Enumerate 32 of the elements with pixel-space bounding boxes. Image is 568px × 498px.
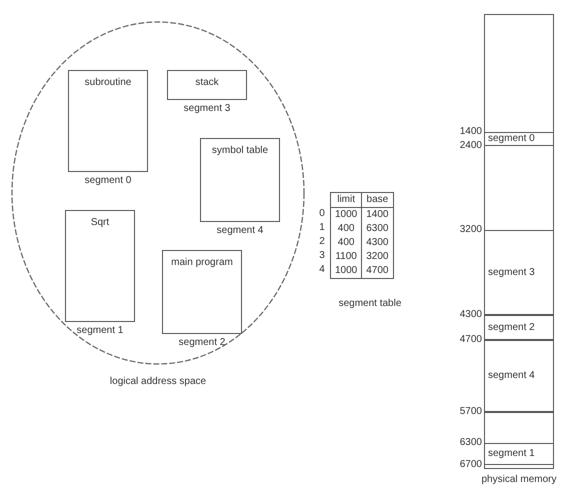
segment-label: segment 0: [488, 133, 535, 145]
segment-label: segment 2: [488, 322, 535, 334]
segment-caption: segment 3: [182, 103, 232, 115]
address-label: 6700: [458, 459, 482, 471]
table-title: segment table: [338, 298, 402, 310]
segment-name: main program: [170, 257, 234, 269]
segment-name: symbol table: [210, 145, 270, 157]
segment-name: stack: [194, 77, 220, 89]
segment-name: subroutine: [84, 77, 132, 89]
segment-name: Sqrt: [90, 217, 110, 229]
segment-label: segment 1: [488, 448, 535, 460]
address-label: 1400: [458, 126, 482, 138]
address-label: 5700: [458, 406, 482, 418]
row-index: 2: [318, 236, 326, 248]
region-title: logical address space: [108, 376, 208, 388]
row-index: 3: [318, 250, 326, 262]
segment-label: segment 4: [488, 370, 535, 382]
address-label: 6300: [458, 437, 482, 449]
address-label: 4700: [458, 334, 482, 346]
row-index: 0: [318, 208, 326, 220]
segment-caption: segment 0: [84, 175, 132, 187]
segment-table: limit base 1000 1400 400 6300 400 4300 1100 3200 1000 4700: [330, 192, 394, 279]
row-index: 1: [318, 222, 326, 234]
segment-caption: segment 2: [178, 337, 226, 349]
row-index: 4: [318, 264, 326, 276]
region-title: physical memory: [480, 474, 558, 486]
address-label: 4300: [458, 309, 482, 321]
segment-caption: segment 4: [216, 225, 264, 237]
segment-caption: segment 1: [76, 325, 124, 337]
address-label: 3200: [458, 224, 482, 236]
segment-label: segment 3: [488, 266, 535, 278]
address-label: 2400: [458, 140, 482, 152]
